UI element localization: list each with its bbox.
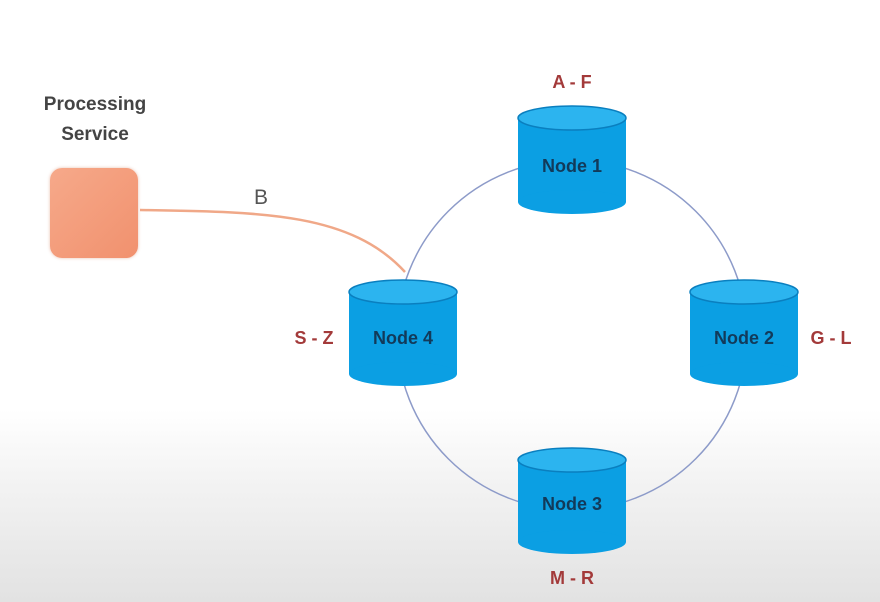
node-4[interactable]: Node 4 bbox=[348, 279, 458, 386]
processing-service-label-line2: Service bbox=[61, 124, 129, 145]
node-2-range: G - L bbox=[811, 328, 852, 348]
service-connector-line bbox=[139, 208, 406, 273]
node-1-label: Node 1 bbox=[542, 156, 602, 176]
node-3-range: M - R bbox=[550, 568, 594, 588]
connection-label: B bbox=[254, 186, 269, 209]
node-3[interactable]: Node 3 bbox=[517, 447, 627, 554]
node-2-label: Node 2 bbox=[714, 328, 774, 348]
processing-service-box[interactable] bbox=[50, 168, 138, 258]
processing-service-label-line1: Processing bbox=[43, 94, 147, 115]
node-4-range: S - Z bbox=[295, 328, 334, 348]
node-1[interactable]: Node 1 bbox=[517, 105, 627, 214]
node-2[interactable]: Node 2 bbox=[689, 279, 799, 386]
processing-service-label: Processing Service bbox=[20, 90, 170, 150]
node-1-range: A - F bbox=[552, 72, 591, 92]
node-4-label: Node 4 bbox=[373, 328, 433, 348]
node-3-label: Node 3 bbox=[542, 494, 602, 514]
